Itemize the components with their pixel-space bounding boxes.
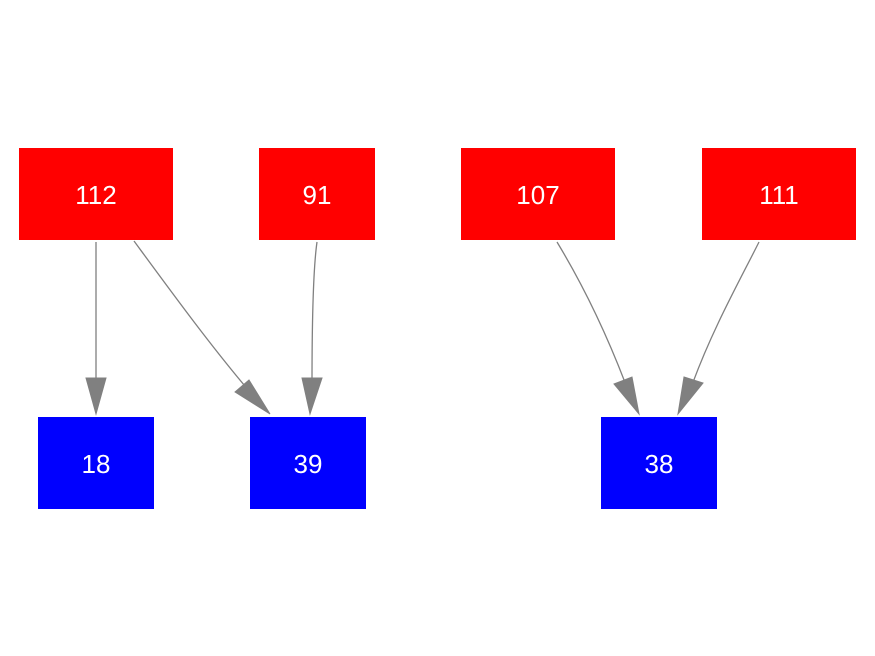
node-38-label: 38 [645,449,674,479]
node-18-label: 18 [82,449,111,479]
node-111[interactable]: 111 [702,148,856,240]
node-107-label: 107 [516,180,559,210]
node-91[interactable]: 91 [259,148,375,240]
edge-107-to-38 [556,241,640,416]
node-38[interactable]: 38 [601,417,717,509]
edges [85,240,760,416]
node-107[interactable]: 107 [461,148,615,240]
node-18-box [38,417,154,509]
node-38-box [601,417,717,509]
node-18[interactable]: 18 [38,417,154,509]
node-112-label: 112 [75,180,116,210]
node-39-box [250,417,366,509]
node-91-label: 91 [303,180,332,210]
node-111-label: 111 [759,180,799,210]
node-112[interactable]: 112 [19,148,173,240]
node-39[interactable]: 39 [250,417,366,509]
edge-111-to-38 [677,241,760,416]
edge-112-to-18 [85,242,107,416]
edge-91-to-39 [301,241,323,416]
node-112-box [19,148,173,240]
edge-112-to-39 [133,240,271,415]
node-91-box [259,148,375,240]
node-111-box [702,148,856,240]
node-39-label: 39 [294,449,323,479]
node-107-box [461,148,615,240]
